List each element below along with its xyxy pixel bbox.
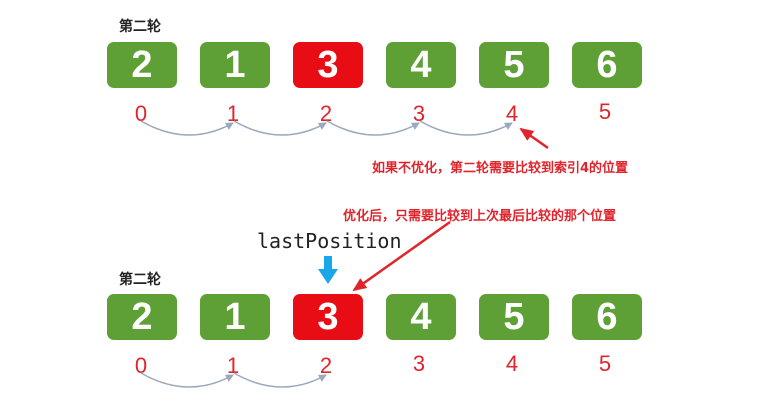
index-label-3: 3: [412, 351, 426, 376]
element-box-5: 6: [572, 294, 642, 340]
round-label-top: 第二轮: [119, 19, 161, 35]
compare-arc: [326, 120, 420, 136]
compare-arc: [140, 120, 234, 136]
index-label-5: 5: [598, 351, 612, 376]
element-box-0: 2: [107, 42, 177, 88]
element-box-1: 1: [200, 42, 270, 88]
note-unoptimized: 如果不优化，第二轮需要比较到索引4的位置: [372, 161, 629, 176]
callout-arrow: [352, 220, 451, 292]
index-label-1: 1: [226, 101, 240, 126]
index-label-5: 5: [598, 99, 612, 124]
element-box-2: 3: [293, 294, 363, 340]
index-label-2: 2: [319, 353, 333, 378]
compare-arc: [233, 120, 327, 136]
compare-arc: [233, 372, 327, 388]
last-position-label: lastPosition: [257, 229, 402, 253]
compare-arc: [419, 120, 513, 136]
index-label-4: 4: [505, 351, 519, 376]
element-box-4: 5: [479, 42, 549, 88]
pointer-arrow-icon: [318, 256, 338, 284]
element-box-3: 4: [386, 42, 456, 88]
element-box-4: 5: [479, 294, 549, 340]
index-label-1: 1: [226, 353, 240, 378]
element-box-1: 1: [200, 294, 270, 340]
element-box-5: 6: [572, 42, 642, 88]
index-label-0: 0: [134, 353, 148, 378]
compare-arc: [140, 372, 234, 388]
index-label-0: 0: [134, 101, 148, 126]
element-box-2: 3: [293, 42, 363, 88]
element-box-3: 4: [386, 294, 456, 340]
round-label-bottom: 第二轮: [119, 272, 161, 288]
index-label-4: 4: [505, 101, 519, 126]
index-label-2: 2: [319, 101, 333, 126]
index-label-3: 3: [412, 101, 426, 126]
callout-arrow: [519, 127, 549, 150]
note-optimized: 优化后，只需要比较到上次最后比较的那个位置: [343, 209, 617, 224]
element-box-0: 2: [107, 294, 177, 340]
